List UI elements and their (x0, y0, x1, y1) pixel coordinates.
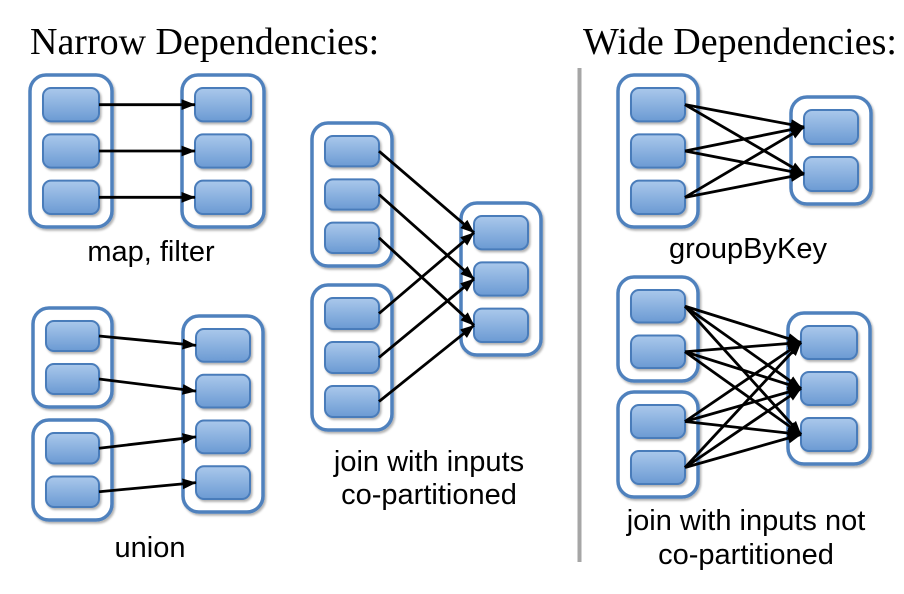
rdd-partition (45, 475, 100, 508)
rdd-partition (800, 371, 858, 406)
rdd-partition (195, 419, 251, 455)
rdd-partition (324, 178, 380, 211)
rdd-partition (800, 325, 858, 360)
rdd-partition (45, 320, 100, 352)
rdd-partition (194, 87, 252, 123)
rdd-partition (803, 156, 859, 192)
rdd-partition (42, 87, 100, 123)
dependency-arrow (684, 350, 802, 436)
diagram-label: map, filter (87, 236, 215, 268)
dependency-arrow (378, 193, 475, 281)
rdd-partition (324, 385, 380, 418)
diagram-label: co-partitioned (658, 539, 834, 571)
rdd-partition (630, 289, 686, 324)
rdd-partition (803, 109, 859, 145)
dependency-arrow (378, 324, 475, 403)
rdd-partition (800, 417, 858, 452)
dependency-arrow (684, 103, 805, 130)
rdd-partition (42, 179, 100, 216)
dependency-arrow (98, 433, 197, 450)
dependency-arrow (684, 304, 802, 344)
rdd-partition (324, 341, 380, 374)
rdd-partition (324, 297, 380, 330)
diagram-label: join with inputs not (626, 505, 866, 537)
rdd-partition (630, 450, 686, 485)
rdd-partition (324, 135, 380, 168)
rdd-partition (194, 133, 252, 169)
dependency-arrow (98, 334, 197, 350)
dependency-arrow (684, 350, 802, 390)
diagram-map-filter: map, filter (28, 73, 266, 268)
dependency-arrow (684, 338, 802, 354)
dependency-arrow (378, 231, 475, 315)
diagram-label: groupByKey (669, 233, 827, 265)
dependency-arrow (684, 124, 805, 153)
dependency-arrow (378, 236, 475, 327)
dependency-arrow (684, 341, 802, 423)
rdd-partition (473, 261, 529, 297)
rdd-partition (630, 404, 686, 439)
rdd-partition (630, 334, 686, 369)
dependency-arrow (684, 387, 802, 469)
rdd-partition (195, 373, 251, 409)
rdd-partition (630, 179, 686, 216)
dependency-arrow (683, 341, 803, 469)
dependency-arrow (684, 125, 805, 199)
diagram-label: co-partitioned (341, 479, 517, 511)
rdd-partition (473, 307, 529, 343)
dependency-arrow (98, 377, 197, 395)
rdd-partition (195, 465, 251, 500)
diagram-union: union (31, 306, 265, 564)
rdd-container-output (181, 314, 265, 514)
rdd-partition (473, 215, 529, 251)
dependency-arrow (378, 277, 475, 359)
dependency-arrow (98, 478, 197, 494)
rdd-partition (630, 133, 686, 169)
dependency-arrow (378, 150, 475, 234)
rdd-partition (45, 363, 100, 395)
rdd-partition (194, 179, 252, 216)
dependency-arrow (684, 433, 802, 469)
rdd-partition (45, 432, 100, 465)
diagram-group-by-key: groupByKey (616, 73, 873, 265)
diagram-label: union (115, 532, 186, 564)
rdd-partition (324, 221, 380, 255)
wide-dependencies-title: Wide Dependencies: (583, 21, 897, 63)
diagram-label: join with inputs (333, 446, 524, 478)
rdd-partition (630, 87, 686, 123)
narrow-dependencies-title: Narrow Dependencies: (30, 21, 380, 63)
rdd-partition (195, 328, 251, 363)
rdd-partition (42, 133, 100, 169)
dependency-arrow (684, 171, 805, 199)
